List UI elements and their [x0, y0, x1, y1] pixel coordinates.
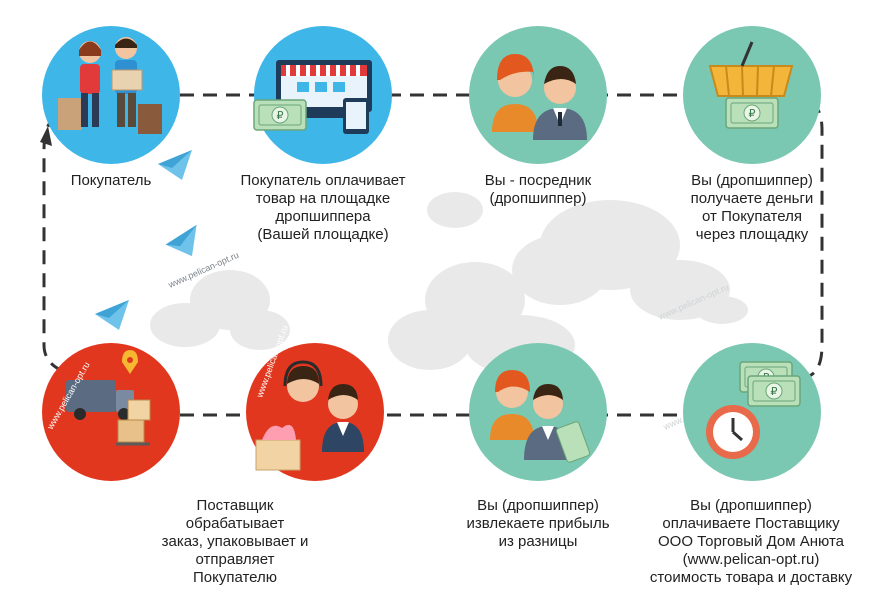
- step-pays: [253, 26, 392, 164]
- step-pay-supplier: [683, 343, 821, 481]
- clock-money-icon: [706, 361, 801, 459]
- step-middleman: [469, 26, 607, 164]
- step-label-pays: Покупатель оплачивает товар на площадке …: [240, 172, 406, 243]
- basket-money-icon: [708, 41, 794, 129]
- step-label-pay-supplier: Вы (дропшиппер) оплачиваете Поставщику О…: [649, 497, 853, 586]
- step-label-supplier: Поставщик обрабатывает заказ, упаковывае…: [161, 497, 309, 586]
- step-label-middleman: Вы - посредник (дропшиппер): [484, 172, 592, 207]
- online-shop-icon: [253, 60, 372, 134]
- paper-plane-icon: [163, 224, 202, 261]
- buyer-couple-icon: [58, 37, 162, 134]
- paper-plane-icon: [95, 300, 129, 330]
- cycle-arrow-head: [40, 126, 52, 146]
- step-label-profit: Вы (дропшиппер) извлекаете прибыль из ра…: [466, 497, 610, 550]
- step-supplier: www.pelican-opt.ru: [42, 343, 180, 481]
- background-clouds: [150, 192, 748, 375]
- step-label-buyer: Покупатель: [70, 172, 152, 189]
- step-label-receive: Вы (дропшиппер) получаете деньги от Поку…: [690, 172, 814, 243]
- profit-people-icon: [490, 370, 591, 463]
- delivery-truck-icon: [66, 350, 151, 446]
- operator-and-package-icon: [255, 360, 364, 471]
- two-people-icon: [492, 54, 587, 140]
- step-call: www.pelican-opt.ru: [246, 324, 384, 481]
- step-profit: [469, 343, 607, 481]
- step-buyer: [42, 26, 180, 164]
- step-receive: [683, 26, 821, 164]
